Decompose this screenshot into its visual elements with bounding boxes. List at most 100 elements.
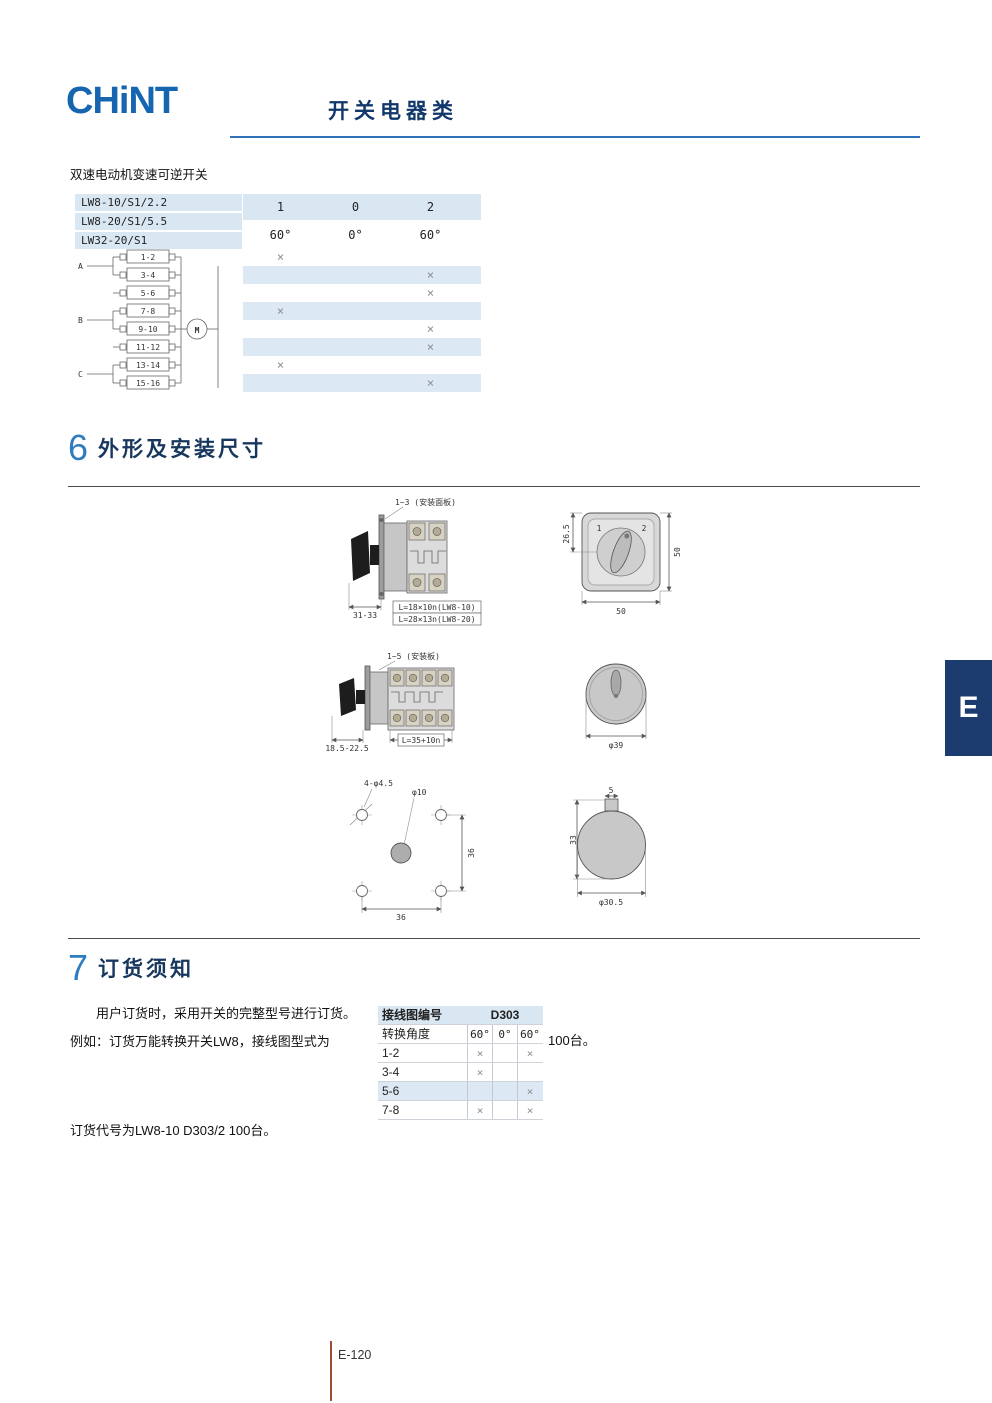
mark-cell: × [426, 286, 435, 300]
position-mark: 1 [597, 524, 602, 533]
dim-label: 31-33 [353, 611, 377, 620]
wiring-diagram: A B C 1-2 3-4 5-6 [78, 249, 219, 390]
dim-label: φ39 [609, 741, 624, 750]
angle-cell: 60° [517, 1025, 542, 1043]
mark-cell: × [276, 250, 285, 264]
mark-cell [318, 356, 393, 374]
mark-cell [492, 1063, 517, 1081]
mark-cell [393, 248, 468, 266]
divider [68, 938, 920, 939]
order-table-row: 5-6 × [378, 1082, 543, 1101]
mark-cell [243, 284, 318, 302]
mark-cell [492, 1082, 517, 1100]
switch-spec-table: LW8-10/S1/2.2 LW8-20/S1/5.5 LW32-20/S1 1… [75, 194, 481, 400]
wiring-diagram-no-label: 接线图编号 [382, 1008, 443, 1022]
angle-cell: 0° [492, 1025, 517, 1043]
dim-label: L=35+10n [402, 736, 441, 745]
mark-cell [318, 320, 393, 338]
contact-label: 11-12 [136, 343, 160, 352]
mounting-label: 1~3 (安装面板) [395, 497, 456, 507]
mark-cell: × [467, 1063, 492, 1081]
contact-label: 7-8 [382, 1103, 400, 1117]
page-number: E-120 [338, 1348, 372, 1362]
contact-mark-row: × [243, 284, 481, 302]
dim-label: 33 [569, 835, 578, 845]
mark-cell [393, 302, 468, 320]
section-subtitle: 双速电动机变速可逆开关 [70, 168, 208, 182]
contact-label: 13-14 [136, 361, 160, 370]
dim-label: 50 [673, 547, 682, 557]
angle-row-label: 转换角度 [382, 1027, 431, 1041]
contact-label: 15-16 [136, 379, 160, 388]
angle-label: 60° [419, 228, 442, 242]
contact-mark-row: × [243, 266, 481, 284]
handle-shape [339, 678, 356, 716]
mark-cell: × [426, 340, 435, 354]
order-para-2: 例如：订货万能转换开关LW8，接线图型式为 [70, 1034, 330, 1049]
section-number: 6 [68, 427, 89, 468]
order-table-angle-row: 转换角度 60° 0° 60° [378, 1025, 543, 1044]
mark-cell [318, 248, 393, 266]
mark-cell [243, 320, 318, 338]
divider [68, 486, 920, 487]
order-table-row: 3-4 × [378, 1063, 543, 1082]
mark-cell: × [517, 1044, 542, 1062]
contact-mark-row: × [243, 320, 481, 338]
contact-label: 1-2 [141, 253, 156, 262]
angle-label: 0° [348, 228, 363, 242]
contact-mark-row: × [243, 338, 481, 356]
dim-label: 4-φ4.5 [364, 779, 393, 788]
mark-cell: × [517, 1082, 542, 1100]
mark-cell [243, 374, 318, 392]
mark-cell [318, 266, 393, 284]
section-title: 订货须知 [98, 958, 195, 981]
page-title: 开关电器类 [328, 100, 458, 123]
contact-label: 9-10 [138, 325, 157, 334]
position-mark: 2 [642, 524, 647, 533]
model-label: LW32-20/S1 [75, 232, 242, 250]
drawing-knob-circle: 5 33 φ30.5 [569, 786, 646, 907]
dim-label: φ30.5 [599, 898, 623, 907]
dim-label: 5 [609, 786, 614, 795]
model-label: LW8-20/S1/5.5 [75, 213, 242, 231]
mark-cell [492, 1044, 517, 1062]
contact-label: 5-6 [141, 289, 156, 298]
section-title: 外形及安装尺寸 [98, 438, 267, 461]
position-label: 1 [276, 200, 285, 214]
order-table-row: 7-8 × × [378, 1101, 543, 1120]
mark-cell [517, 1063, 542, 1081]
section-index-tab: E [945, 660, 992, 756]
drawing-front-circle: φ39 [585, 663, 647, 750]
chint-logo: CHiNT [66, 80, 178, 122]
contact-mark-row: × [243, 302, 481, 320]
dim-label: L=18×10n(LW8-10) [398, 603, 475, 612]
drawing-front-view: 1 2 26.5 50 50 [562, 512, 682, 616]
group-label: B [78, 316, 83, 325]
dim-label: 36 [396, 913, 406, 922]
mark-cell: × [276, 304, 285, 318]
contact-label: 5-6 [382, 1084, 400, 1098]
order-quantity-suffix: 100台。 [548, 1033, 596, 1048]
mark-cell: × [426, 268, 435, 282]
center-hole [390, 842, 412, 864]
mark-cell: × [426, 322, 435, 336]
position-label: 2 [426, 200, 435, 214]
dim-label: φ10 [412, 788, 427, 797]
dim-label: 18.5-22.5 [325, 744, 369, 753]
position-label: 0 [351, 200, 360, 214]
handle-shape [610, 669, 622, 697]
mark-cell [318, 338, 393, 356]
position-header-row: 1 0 2 [243, 194, 481, 220]
contact-symbols: 1-2 3-4 5-6 7-8 9-10 [113, 249, 181, 390]
mark-cell [467, 1082, 492, 1100]
drawing-side-view-plate: 1~5 (安装板) 18.5-22.5 L=35+10n [325, 651, 455, 753]
mark-cell: × [426, 376, 435, 390]
ordering-text: 用户订货时，采用开关的完整型号进行订货。 例如：订货万能转换开关LW8，接线图型… [70, 1000, 382, 1056]
contact-mark-row: × [243, 356, 481, 374]
drawing-side-view-panel: 1~3 (安装面板) 31-33 L=18×10n(LW8-10) L=28×1… [348, 497, 482, 626]
dim-label: L=28×13n(LW8-20) [398, 615, 475, 624]
angle-header-row: 60° 0° 60° [243, 222, 481, 248]
angle-label: 60° [269, 228, 292, 242]
dim-label: 26.5 [562, 524, 571, 543]
